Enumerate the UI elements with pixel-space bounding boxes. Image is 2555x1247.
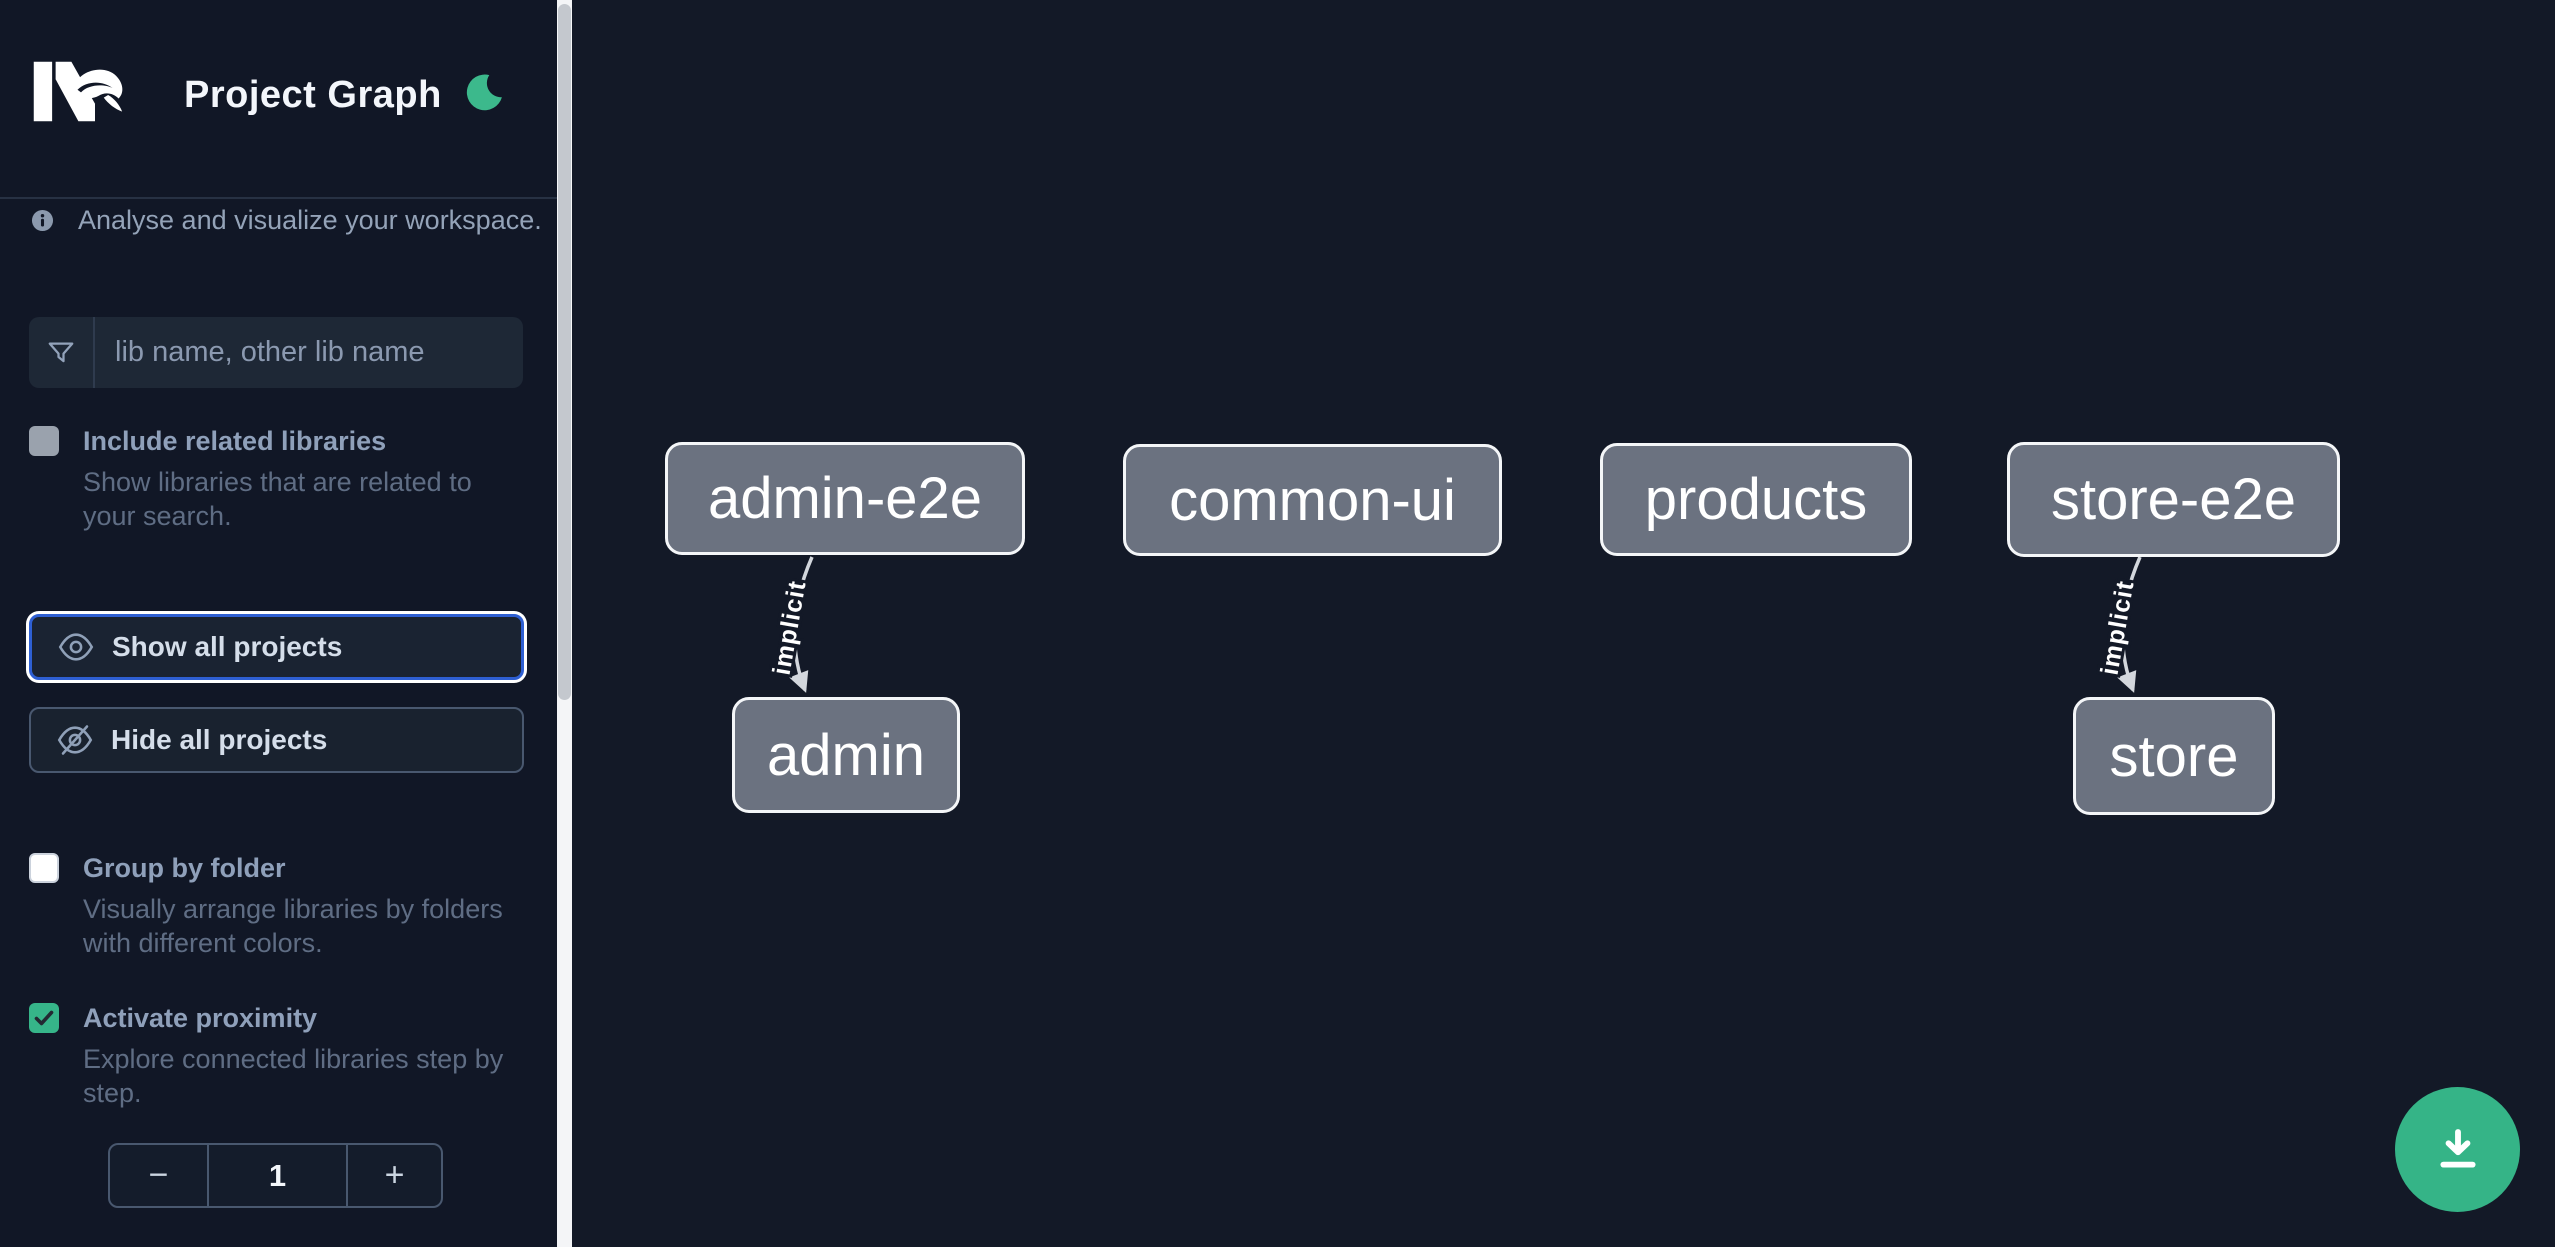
include-related-checkbox[interactable] <box>29 426 59 456</box>
download-icon <box>2439 1128 2476 1168</box>
node-common-ui[interactable]: common-ui <box>1123 444 1502 556</box>
increment-button[interactable]: + <box>384 1156 405 1194</box>
toggle-group-by-folder: Group by folder Visually arrange librari… <box>29 851 503 960</box>
node-admin[interactable]: admin <box>732 697 960 813</box>
info-text: Analyse and visualize your workspace. <box>78 205 542 235</box>
sidebar-scrollbar[interactable] <box>557 0 572 1247</box>
hide-all-projects-button[interactable]: Hide all projects <box>29 707 524 773</box>
node-admin-e2e[interactable]: admin-e2e <box>665 442 1025 555</box>
node-products[interactable]: products <box>1600 443 1912 556</box>
info-row: Analyse and visualize your workspace. <box>31 205 542 236</box>
toggle-include-related-libraries: Include related libraries Show libraries… <box>29 424 499 533</box>
moon-icon[interactable] <box>462 72 504 114</box>
sidebar: Project Graph Analyse and visualize your… <box>0 0 557 1247</box>
eye-off-icon <box>57 725 93 755</box>
toggle-description: Visually arrange libraries by folders wi… <box>83 894 503 958</box>
search-box <box>29 317 523 388</box>
checkmark-icon <box>34 1010 54 1026</box>
filter-icon-cell <box>29 317 95 388</box>
decrement-button[interactable]: − <box>148 1156 169 1194</box>
toggle-label[interactable]: Group by folder <box>83 853 286 883</box>
group-by-folder-checkbox[interactable] <box>29 853 59 883</box>
header-divider <box>0 197 557 199</box>
node-store-e2e[interactable]: store-e2e <box>2007 442 2340 557</box>
activate-proximity-checkbox[interactable] <box>29 1003 59 1033</box>
stepper-value: 1 <box>207 1145 348 1206</box>
filter-funnel-icon <box>48 342 74 362</box>
search-input[interactable] <box>95 317 523 388</box>
download-image-button[interactable] <box>2395 1087 2520 1212</box>
show-all-projects-label: Show all projects <box>112 631 343 662</box>
proximity-depth-stepper: − 1 + <box>108 1143 443 1208</box>
graph-canvas[interactable] <box>572 0 2555 1247</box>
toggle-description: Show libraries that are related to your … <box>83 467 472 531</box>
show-all-projects-button[interactable]: Show all projects <box>29 614 524 680</box>
toggle-description: Explore connected libraries step by step… <box>83 1044 504 1108</box>
page-title: Project Graph <box>184 74 442 116</box>
eye-icon <box>58 633 94 661</box>
node-store[interactable]: store <box>2073 697 2275 815</box>
sidebar-scrollbar-thumb[interactable] <box>558 4 571 700</box>
info-icon <box>31 209 54 232</box>
toggle-label[interactable]: Include related libraries <box>83 426 387 456</box>
hide-all-projects-label: Hide all projects <box>111 724 328 755</box>
toggle-label[interactable]: Activate proximity <box>83 1003 318 1033</box>
toggle-activate-proximity: Activate proximity Explore connected lib… <box>29 1001 503 1110</box>
nx-logo <box>33 61 123 122</box>
